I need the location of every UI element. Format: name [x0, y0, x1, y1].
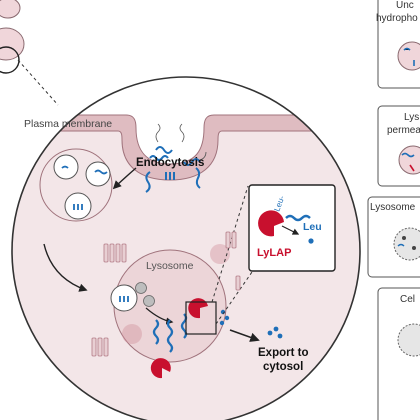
- side-panel-2-line1: Lys: [404, 112, 419, 123]
- endocytosed-proteins: [145, 146, 201, 193]
- zoom-guide-line: [17, 59, 59, 106]
- side-panel-2: [377, 105, 420, 187]
- exported-leu: [267, 326, 283, 339]
- lylap-inset: [248, 184, 336, 272]
- export-arrow: [229, 329, 260, 342]
- lylap-enzyme-small: [150, 358, 171, 379]
- side-panel-1-line2: hydropho: [376, 13, 418, 24]
- zoom-focus-circle: [0, 46, 20, 74]
- lysosome-label: Lysosome: [146, 260, 194, 272]
- membrane-channels-right: [225, 231, 241, 291]
- internal-vesicle: [110, 282, 155, 312]
- endocytosis-label: Endocytosis: [136, 157, 204, 169]
- side-panel-4-line1: Cel: [400, 294, 415, 305]
- arrow-to-lysosome: [43, 243, 88, 292]
- export-label-line2: cytosol: [263, 361, 303, 373]
- zoom-box: [185, 301, 217, 335]
- side-panel-4: [377, 287, 420, 420]
- membrane-channels-left: [91, 243, 127, 357]
- lylap-enzyme-highlight: [188, 298, 208, 319]
- side-panel-3: [367, 196, 420, 278]
- lylap-label: LyLAP: [257, 247, 291, 259]
- plasma-membrane-label: Plasma membrane: [24, 118, 112, 130]
- side-panel-1: [377, 0, 420, 89]
- endosome-group: [39, 148, 113, 222]
- side-panel-3-line1: Lysosome: [370, 202, 416, 213]
- export-label: Export to: [258, 347, 308, 359]
- leu-label: Leu: [303, 221, 322, 233]
- inset-guide-line: [215, 271, 253, 325]
- arrow-to-endosome: [112, 167, 137, 190]
- side-panel-2-line2: permea: [387, 125, 420, 136]
- side-panel-1-line1: Unc: [396, 0, 414, 11]
- source-cell-fragment: [0, 0, 25, 74]
